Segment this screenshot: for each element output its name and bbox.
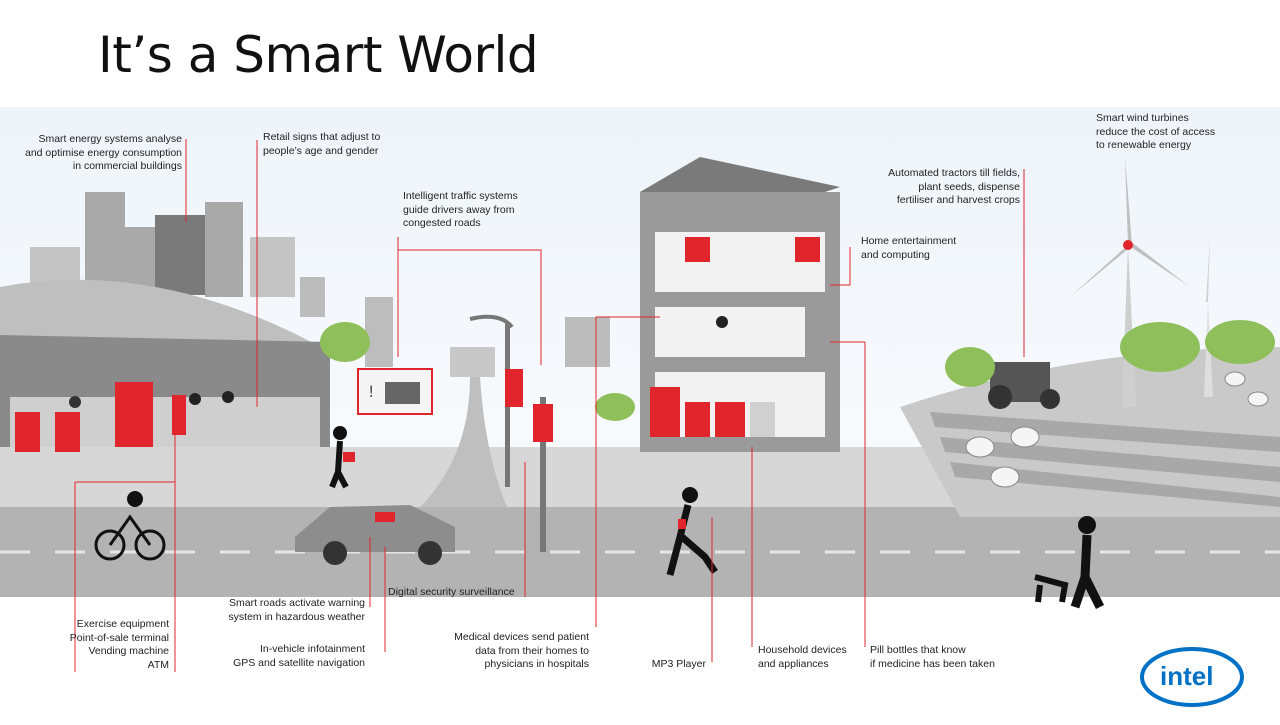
gym-equipment [15, 382, 234, 452]
pedestrian-icon [329, 426, 355, 489]
intel-logo: intel [1140, 647, 1244, 707]
smart-world-illustration: ! [0, 107, 1280, 720]
car-icon [295, 505, 455, 565]
surveillance-label: Digital security surveillance [388, 586, 515, 598]
sign-car-icon [385, 382, 420, 404]
tractors-label: Automated tractors till fields,plant see… [888, 167, 1020, 206]
intel-logo-text: intel [1160, 661, 1213, 691]
house [640, 157, 840, 452]
farm [900, 347, 1280, 517]
city-skyline [30, 192, 610, 377]
dog-walker-icon [1034, 516, 1105, 610]
illustration-canvas: ! [0, 107, 1280, 720]
trees [320, 320, 1275, 421]
leader-lines [74, 139, 1025, 672]
cyclist-icon [94, 491, 166, 561]
warning-exclamation-icon: ! [368, 382, 374, 401]
slide-title: It’s a Smart World [98, 26, 539, 84]
mp3-player-label: MP3 Player [651, 658, 706, 670]
lower-panel [0, 597, 1280, 720]
traffic-lights [469, 314, 553, 552]
